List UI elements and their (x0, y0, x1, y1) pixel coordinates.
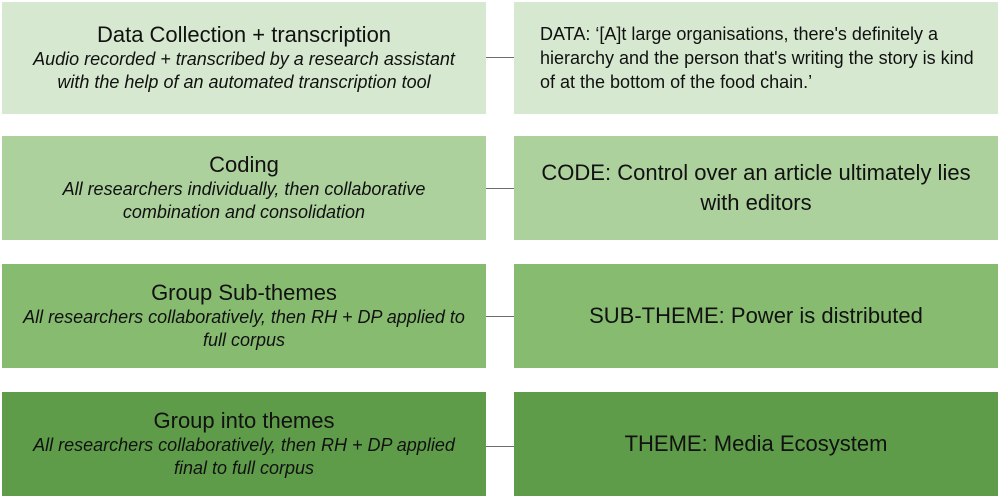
example-code: CODE: Control over an article ultimately… (514, 136, 998, 240)
connector-line (486, 188, 514, 189)
step-data-collection: Data Collection + transcription Audio re… (2, 2, 486, 114)
step-coding: Coding All researchers individually, the… (2, 136, 486, 240)
example-data: DATA: ‘[A]t large organisations, there's… (514, 2, 998, 114)
connector-line (486, 446, 514, 447)
step-description: Audio recorded + transcribed by a resear… (33, 49, 455, 92)
step-description: All researchers individually, then colla… (62, 179, 426, 222)
example-theme: THEME: Media Ecosystem (514, 392, 998, 496)
step-group-sub-themes: Group Sub-themes All researchers collabo… (2, 264, 486, 368)
step-title: Coding (209, 152, 279, 177)
example-text: THEME: Media Ecosystem (624, 431, 888, 456)
connector-line (486, 57, 514, 58)
step-title: Group into themes (153, 408, 335, 433)
example-sub-theme: SUB-THEME: Power is distributed (514, 264, 998, 368)
step-title: Data Collection + transcription (96, 22, 392, 47)
example-text: DATA: ‘[A]t large organisations, there's… (540, 24, 974, 92)
step-group-into-themes: Group into themes All researchers collab… (2, 392, 486, 496)
step-description: All researchers collaboratively, then RH… (23, 307, 465, 350)
example-text: CODE: Control over an article ultimately… (541, 160, 971, 215)
step-title: Group Sub-themes (151, 280, 337, 305)
step-description: All researchers collaboratively, then RH… (33, 435, 455, 478)
example-text: SUB-THEME: Power is distributed (589, 303, 923, 328)
connector-line (486, 316, 514, 317)
